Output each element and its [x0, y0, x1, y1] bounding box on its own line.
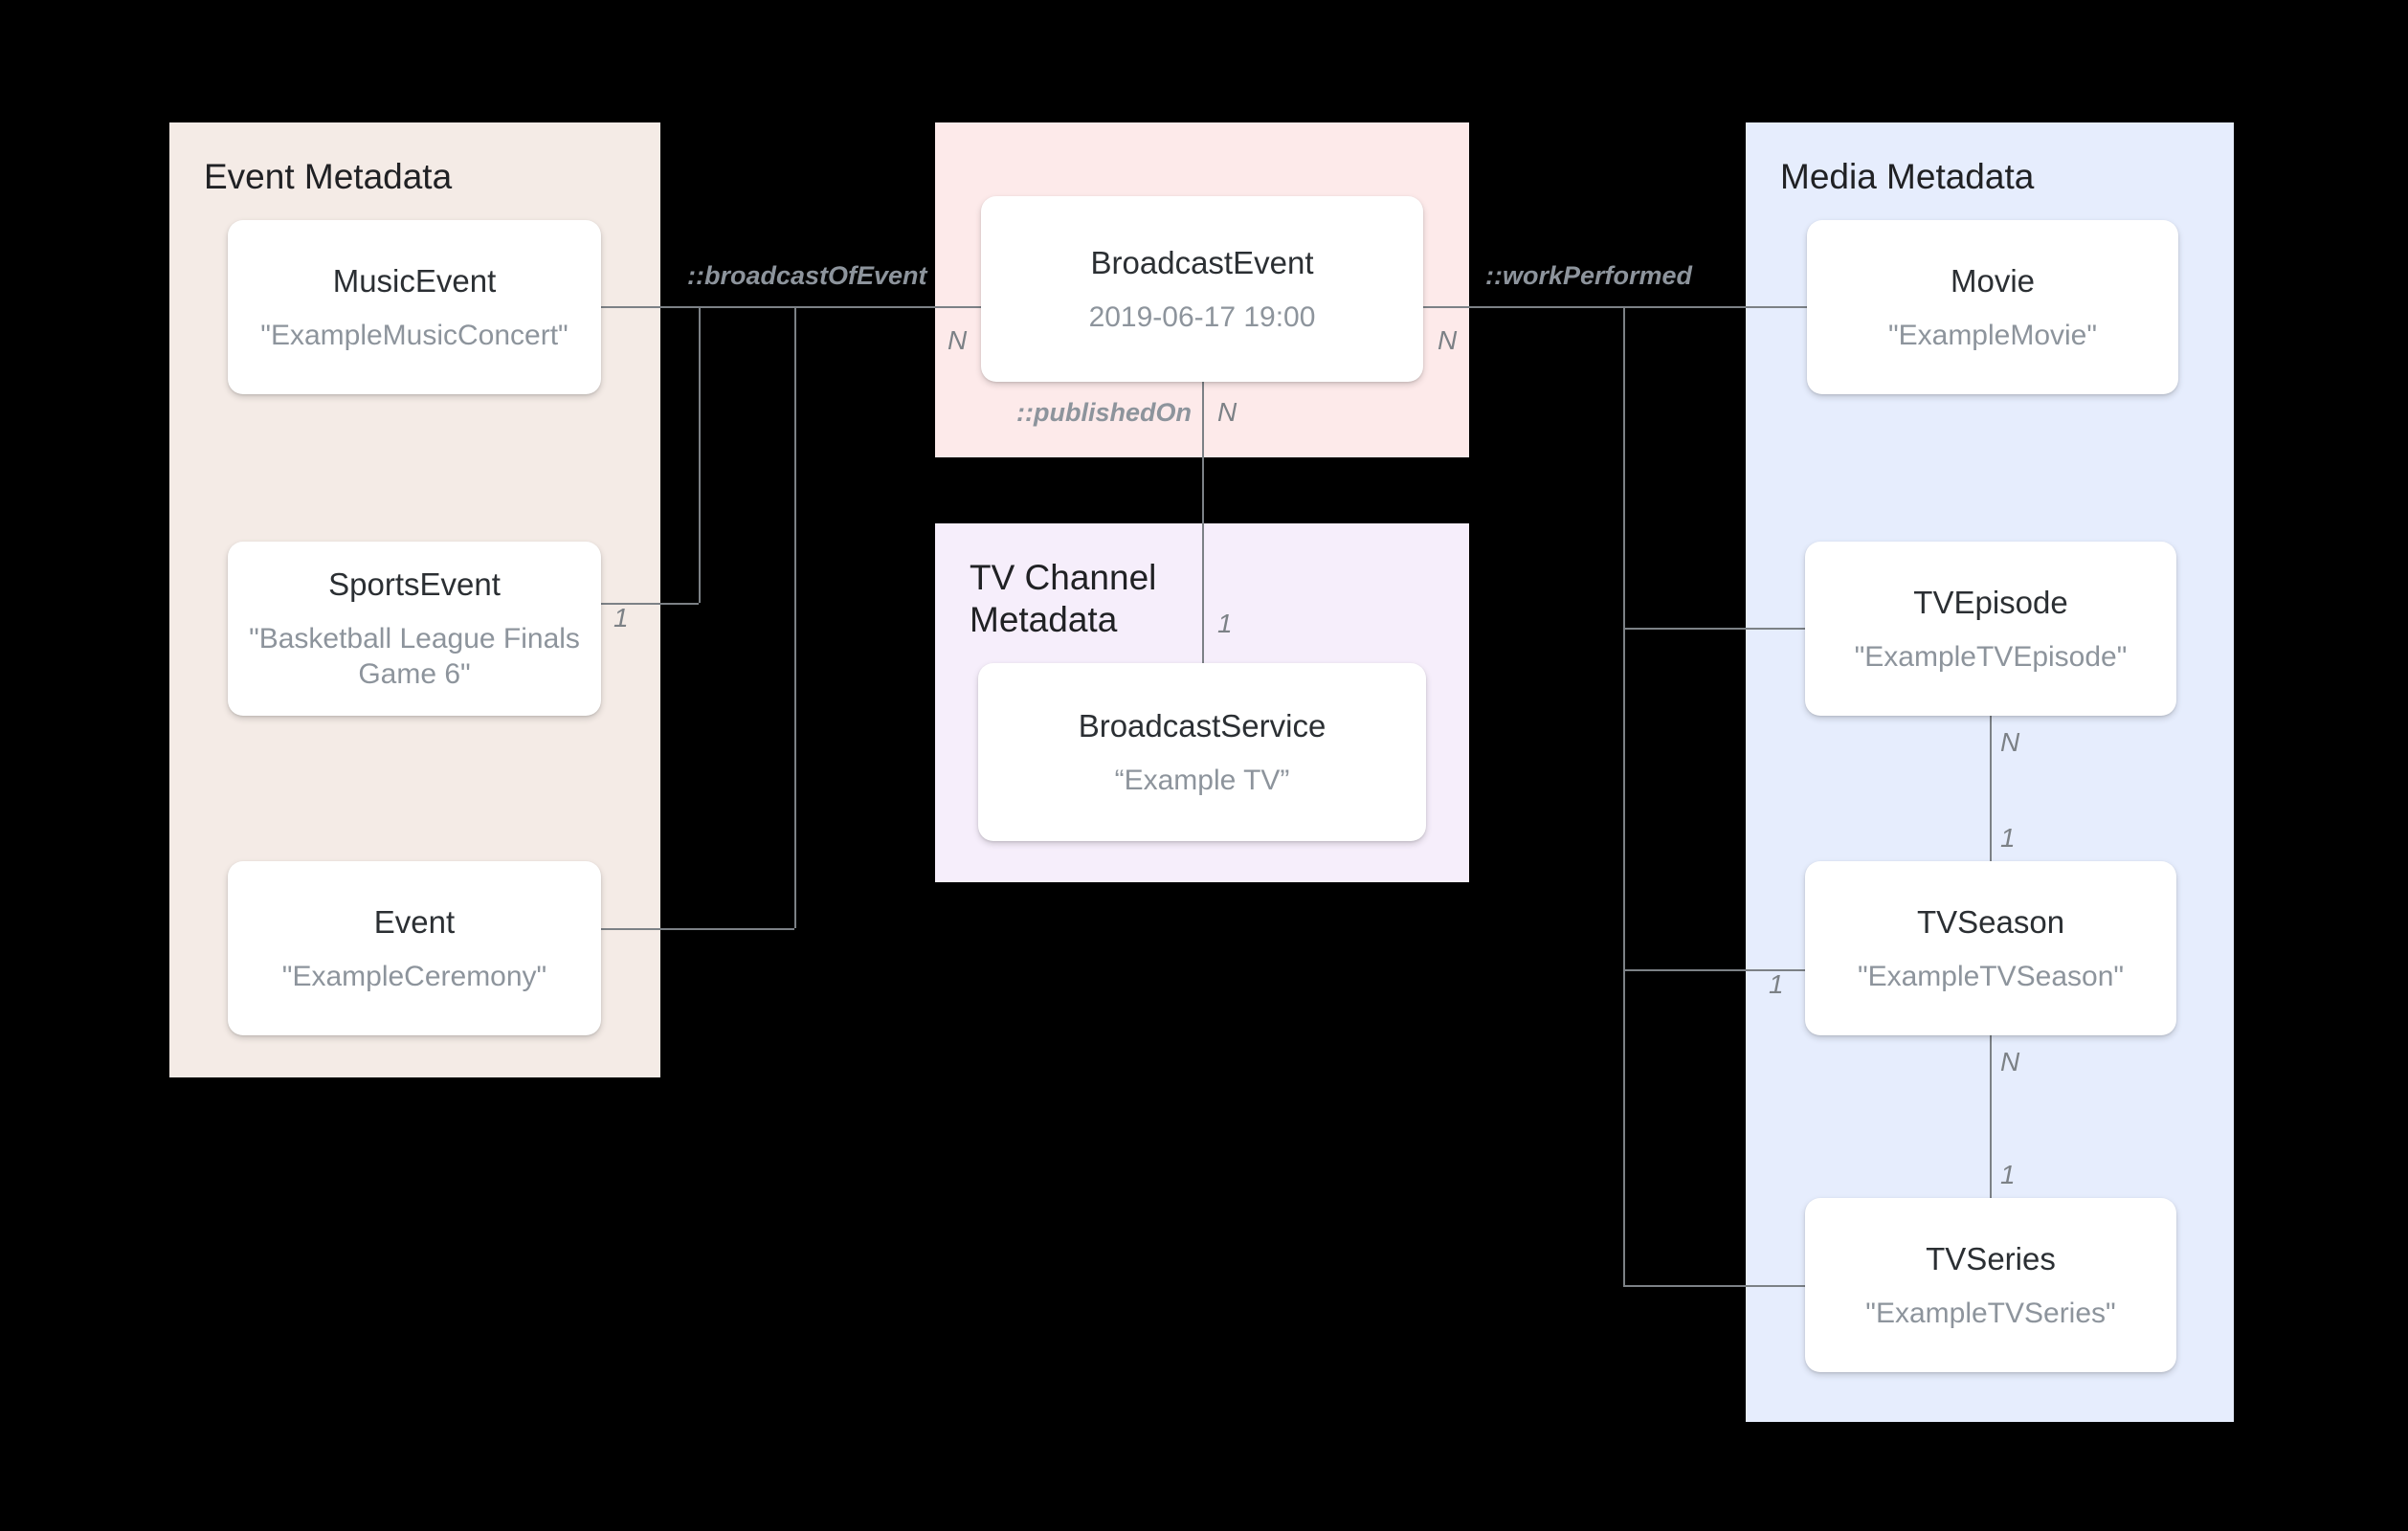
cardinality-workPerformed-1: 1	[1769, 969, 1784, 999]
edge-music-to-be	[699, 306, 981, 308]
node-movie[interactable]: Movie "ExampleMovie"	[1807, 220, 2178, 394]
cardinality-broadcastOfEvent-0: N	[948, 325, 968, 355]
node-sub-tvseries: "ExampleTVSeries"	[1865, 1297, 2116, 1329]
node-sub-musicevent: "ExampleMusicConcert"	[260, 319, 569, 351]
relationship-label-publishedOn: ::publishedOn	[1016, 398, 1192, 427]
edge-left-trunk-b	[699, 306, 701, 603]
edge-tvseason-in	[1623, 969, 1805, 971]
cardinality-broadcastOfEvent-1: 1	[613, 603, 629, 632]
node-event[interactable]: Event "ExampleCeremony"	[228, 861, 601, 1035]
edge-season-series	[1990, 1035, 1992, 1198]
node-title-tvepisode: TVEpisode	[1913, 584, 2068, 620]
node-tvseason[interactable]: TVSeason "ExampleTVSeason"	[1805, 861, 2176, 1035]
node-title-sportsevent: SportsEvent	[328, 566, 501, 602]
panel-title-tvchannel: TV Channel Metadata	[970, 558, 1157, 639]
node-tvseries[interactable]: TVSeries "ExampleTVSeries"	[1805, 1198, 2176, 1372]
edge-music-out	[601, 306, 794, 308]
edge-tvseries-in	[1623, 1285, 1805, 1287]
node-sub-movie: "ExampleMovie"	[1887, 319, 2098, 351]
node-tvepisode[interactable]: TVEpisode "ExampleTVEpisode"	[1805, 542, 2176, 716]
cardinality-episodeOfSeason-0: N	[2000, 727, 2020, 757]
cardinality-publishedOn-1: 1	[1217, 609, 1233, 638]
cardinality-episodeOfSeason-1: 1	[2000, 823, 2016, 853]
cardinality-workPerformed-0: N	[1438, 325, 1458, 355]
node-sub-tvseason: "ExampleTVSeason"	[1857, 960, 2125, 992]
cardinality-publishedOn-0: N	[1217, 397, 1237, 427]
node-sub-broadcastservice: “Example TV”	[1114, 764, 1290, 796]
node-sub-tvepisode: "ExampleTVEpisode"	[1854, 640, 2128, 673]
edge-left-trunk-a	[794, 306, 796, 928]
relationship-label-workPerformed: ::workPerformed	[1485, 261, 1693, 290]
edge-ep-season	[1990, 716, 1992, 861]
node-title-tvseason: TVSeason	[1916, 903, 2065, 940]
node-broadcastevent[interactable]: BroadcastEvent 2019-06-17 19:00	[981, 196, 1423, 382]
node-title-musicevent: MusicEvent	[332, 262, 497, 299]
edge-sports-out	[601, 603, 699, 605]
cardinality-seasonOfSeries-0: N	[2000, 1047, 2020, 1076]
edge-event-out	[601, 928, 794, 930]
edge-work-out	[1423, 306, 1807, 308]
node-sportsevent[interactable]: SportsEvent "Basketball League Finals Gam…	[228, 542, 601, 716]
node-title-broadcastservice: BroadcastService	[1078, 707, 1327, 743]
node-sub-sportsevent: "Basketball League Finals Game 6"	[249, 623, 580, 690]
panel-title-media: Media Metadata	[1780, 157, 2035, 196]
node-musicevent[interactable]: MusicEvent "ExampleMusicConcert"	[228, 220, 601, 394]
cardinality-seasonOfSeries-1: 1	[2000, 1160, 2016, 1189]
node-title-tvseries: TVSeries	[1926, 1240, 2056, 1276]
relationship-label-broadcastOfEvent: ::broadcastOfEvent	[687, 261, 927, 290]
node-title-event: Event	[373, 903, 456, 940]
edge-pub-v	[1202, 382, 1204, 663]
node-title-broadcastevent: BroadcastEvent	[1090, 244, 1314, 280]
edge-tvep-in	[1623, 628, 1805, 630]
node-title-movie: Movie	[1950, 262, 2036, 299]
panel-title-event: Event Metadata	[204, 157, 453, 196]
edge-right-trunk	[1623, 306, 1625, 1285]
node-sub-broadcastevent: 2019-06-17 19:00	[1088, 300, 1316, 333]
node-sub-event: "ExampleCeremony"	[281, 960, 547, 992]
node-broadcastservice[interactable]: BroadcastService “Example TV”	[978, 663, 1426, 841]
